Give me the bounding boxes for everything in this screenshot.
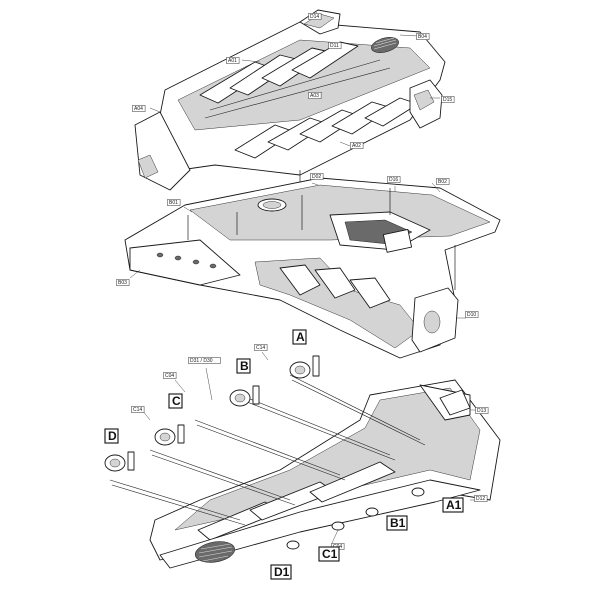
part-label-text: B03 bbox=[118, 280, 127, 286]
wheel-hub-a bbox=[289, 355, 320, 379]
part-label-d14: D14 bbox=[308, 13, 322, 20]
part-label-d31d30: D31 / D30 bbox=[188, 357, 221, 364]
part-label-text: C14 bbox=[133, 407, 142, 413]
leader-lines-bottom bbox=[141, 351, 476, 544]
step-label-text: B1 bbox=[390, 516, 406, 530]
lower-hull-assembly bbox=[104, 355, 501, 569]
step-label-text: C1 bbox=[322, 547, 338, 561]
part-label-d10: D10 bbox=[465, 311, 479, 318]
part-label-text: A04 bbox=[134, 106, 143, 112]
part-label-text: D11 bbox=[330, 43, 339, 49]
step-label-text: B bbox=[240, 359, 249, 373]
part-label-text: D16 bbox=[389, 177, 398, 183]
middle-hull-assembly bbox=[124, 177, 501, 359]
step-label-text: D1 bbox=[274, 565, 290, 579]
part-label-d13: D13 bbox=[475, 407, 489, 414]
part-label-d15: D15 bbox=[441, 96, 455, 103]
part-label-text: A01 bbox=[228, 58, 237, 64]
leader-lines-middle bbox=[129, 182, 466, 319]
wheel-hub-c bbox=[154, 424, 185, 446]
step-label-a1: A1 bbox=[442, 497, 464, 513]
part-label-b01: B01 bbox=[167, 199, 181, 206]
part-label-b03: B03 bbox=[116, 279, 130, 286]
part-label-d12: D12 bbox=[474, 495, 488, 502]
part-label-text: D15 bbox=[443, 97, 452, 103]
step-label-text: D bbox=[108, 429, 117, 443]
part-label-text: D14 bbox=[310, 14, 319, 20]
part-label-text: D13 bbox=[477, 408, 486, 414]
step-label-b: B bbox=[236, 358, 251, 374]
part-label-text: C14 bbox=[256, 345, 265, 351]
part-label-text: D12 bbox=[476, 496, 485, 502]
step-label-d: D bbox=[104, 428, 119, 444]
step-label-d1: D1 bbox=[270, 564, 292, 580]
part-label-b04: B04 bbox=[416, 33, 430, 40]
step-label-b1: B1 bbox=[386, 515, 408, 531]
part-label-text: B01 bbox=[169, 200, 178, 206]
part-label-b02: B02 bbox=[436, 178, 450, 185]
part-label-a01: A01 bbox=[226, 57, 240, 64]
part-label-d02: D02 bbox=[310, 173, 324, 180]
step-label-text: A bbox=[296, 330, 305, 344]
step-label-c: C bbox=[168, 393, 183, 409]
part-label-text: D31 / D30 bbox=[190, 358, 213, 364]
part-label-text: A02 bbox=[352, 143, 361, 149]
step-label-text: A1 bbox=[446, 498, 462, 512]
part-label-d16: D16 bbox=[387, 176, 401, 183]
part-label-d11: D11 bbox=[328, 42, 342, 49]
part-label-text: A03 bbox=[310, 93, 319, 99]
upper-hull-assembly bbox=[134, 9, 446, 191]
part-label-c14a: C14 bbox=[254, 344, 268, 351]
part-label-a04: A04 bbox=[132, 105, 146, 112]
part-label-text: D02 bbox=[312, 174, 321, 180]
step-label-c1: C1 bbox=[318, 546, 340, 562]
step-label-a: A bbox=[292, 329, 307, 345]
part-label-text: C04 bbox=[165, 373, 174, 379]
wheel-hub-d bbox=[104, 451, 135, 472]
part-label-c04a: C04 bbox=[163, 372, 177, 379]
part-label-text: D10 bbox=[467, 312, 476, 318]
part-label-text: B02 bbox=[438, 179, 447, 185]
part-label-a02: A02 bbox=[350, 142, 364, 149]
step-label-text: C bbox=[172, 394, 181, 408]
part-label-a03: A03 bbox=[308, 92, 322, 99]
wheel-hub-b bbox=[229, 385, 260, 407]
part-label-c14b: C14 bbox=[131, 406, 145, 413]
part-label-text: B04 bbox=[418, 34, 427, 40]
